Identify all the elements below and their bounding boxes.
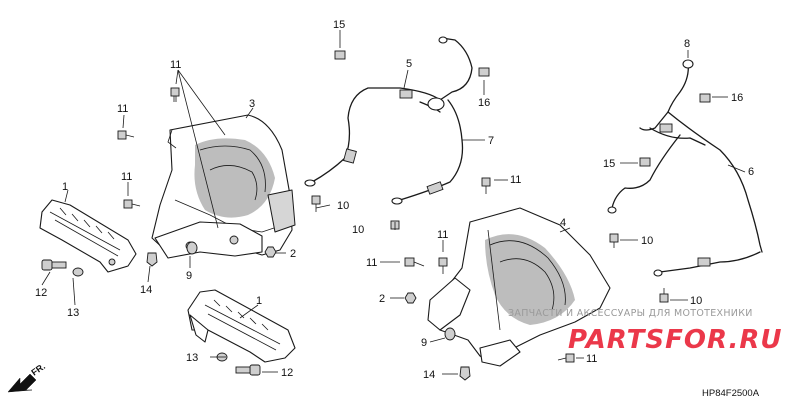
watermark-brand: PARTSFOR.RU — [568, 325, 782, 355]
foot-peg-part-1-lower[interactable] — [187, 289, 296, 363]
callout-11-d[interactable]: 11 — [510, 174, 521, 186]
callout-10-a[interactable]: 10 — [337, 200, 349, 212]
callout-6[interactable]: 6 — [748, 166, 754, 178]
callout-8[interactable]: 8 — [684, 38, 690, 50]
cable-part-5-7[interactable] — [304, 36, 473, 205]
leader-lines — [41, 30, 746, 375]
callout-3[interactable]: 3 — [249, 98, 255, 110]
callout-7[interactable]: 7 — [488, 135, 494, 147]
guard-part-3[interactable] — [151, 114, 296, 259]
callout-5[interactable]: 5 — [406, 58, 412, 70]
callout-12-a[interactable]: 12 — [35, 287, 47, 299]
callout-10-d[interactable]: 10 — [690, 295, 702, 307]
callout-11-c[interactable]: 11 — [121, 171, 132, 183]
foot-peg-part-1-upper[interactable] — [39, 199, 137, 273]
callout-labels: 3 11 11 11 1 2 9 14 12 13 1 13 12 15 5 1… — [35, 19, 754, 381]
arrow-icon — [7, 373, 37, 393]
cable-part-6-8[interactable] — [607, 59, 763, 277]
callout-14-a[interactable]: 14 — [140, 284, 152, 296]
callout-11-g[interactable]: 11 — [586, 353, 597, 365]
callout-11-e[interactable]: 11 — [437, 229, 448, 241]
callout-2-a[interactable]: 2 — [290, 248, 296, 260]
callout-10-c[interactable]: 10 — [641, 235, 653, 247]
guard-part-4[interactable] — [427, 207, 611, 367]
callout-13-a[interactable]: 13 — [67, 307, 79, 319]
diagram-code: HP84F2500A — [702, 388, 760, 399]
callout-14-b[interactable]: 14 — [423, 369, 435, 381]
callout-4[interactable]: 4 — [560, 217, 566, 229]
watermark: ЗАПЧАСТИ И АКСЕССУАРЫ ДЛЯ МОТОТЕХНИКИ PA… — [508, 308, 782, 355]
callout-16-a[interactable]: 16 — [478, 97, 490, 109]
direction-label: FR. — [29, 361, 47, 378]
callout-11-f[interactable]: 11 — [366, 257, 377, 269]
front-direction-arrow: FR. — [7, 361, 47, 393]
bolt-hardware — [41, 50, 711, 381]
callout-12-b[interactable]: 12 — [281, 367, 293, 379]
callout-11-b[interactable]: 11 — [117, 103, 128, 115]
callout-9-a[interactable]: 9 — [186, 270, 192, 282]
callout-1-b[interactable]: 1 — [256, 295, 262, 307]
callout-1-a[interactable]: 1 — [62, 181, 68, 193]
callout-2-b[interactable]: 2 — [379, 293, 385, 305]
callout-16-b[interactable]: 16 — [731, 92, 743, 104]
callout-9-b[interactable]: 9 — [421, 337, 427, 349]
callout-13-b[interactable]: 13 — [186, 352, 198, 364]
callout-11-a[interactable]: 11 — [170, 59, 181, 71]
callout-15-a[interactable]: 15 — [333, 19, 345, 31]
watermark-text: ЗАПЧАСТИ И АКСЕССУАРЫ ДЛЯ МОТОТЕХНИКИ — [508, 308, 753, 319]
callout-10-b[interactable]: 10 — [352, 224, 364, 236]
callout-15-b[interactable]: 15 — [603, 158, 615, 170]
